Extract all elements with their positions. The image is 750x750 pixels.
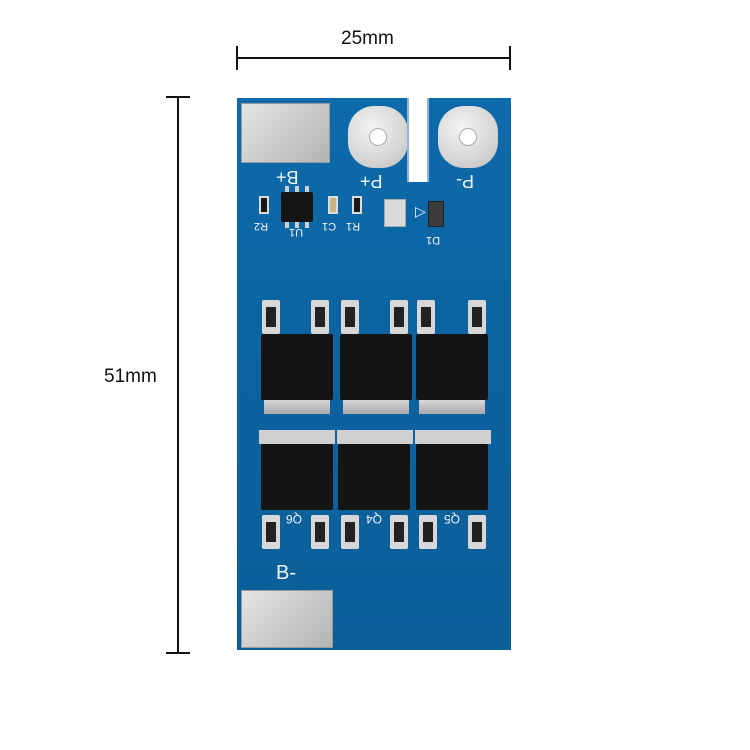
mosfet-lead bbox=[470, 520, 484, 544]
mosfet-bottom-3 bbox=[416, 444, 488, 510]
label-q6: Q6 bbox=[286, 512, 303, 526]
mosfet-lead bbox=[313, 520, 327, 544]
board-slot bbox=[407, 98, 429, 182]
ic-u1-pin bbox=[295, 222, 299, 228]
mosfet-bottom-2-pad bbox=[337, 430, 413, 444]
mosfet-bottom-3-pad bbox=[415, 430, 491, 444]
p-minus-hole bbox=[459, 128, 477, 146]
resistor-r1 bbox=[352, 196, 362, 214]
mosfet-top-1 bbox=[261, 334, 333, 400]
mosfet-lead bbox=[343, 305, 357, 329]
p-plus-hole bbox=[369, 128, 387, 146]
width-dimension-tick-left bbox=[236, 46, 238, 70]
ic-u1-pin bbox=[305, 222, 309, 228]
label-r1: R1 bbox=[346, 220, 361, 232]
ic-u1-pin bbox=[305, 186, 309, 192]
mosfet-lead bbox=[392, 520, 406, 544]
label-u1: U1 bbox=[289, 226, 304, 238]
mosfet-bottom-1 bbox=[261, 444, 333, 510]
label-q5: Q5 bbox=[444, 512, 461, 526]
mosfet-bottom-1-pad bbox=[259, 430, 335, 444]
height-dimension-tick-top bbox=[166, 96, 190, 98]
capacitor-c1 bbox=[328, 196, 338, 214]
mosfet-lead bbox=[313, 305, 327, 329]
mosfet-top-2-tab bbox=[343, 400, 409, 414]
b-plus-label: B+ bbox=[276, 167, 299, 187]
height-dimension-tick-bottom bbox=[166, 652, 190, 654]
b-minus-label: B- bbox=[276, 562, 296, 584]
mosfet-lead bbox=[392, 305, 406, 329]
diode-d1-marker: ▷ bbox=[415, 203, 426, 219]
ic-u1-pin bbox=[295, 186, 299, 192]
ic-u1-pin bbox=[285, 186, 289, 192]
label-r2: R2 bbox=[254, 220, 269, 232]
p-minus-label: P- bbox=[456, 171, 474, 191]
width-dimension-line bbox=[237, 57, 511, 59]
label-d1: D1 bbox=[426, 234, 441, 246]
ic-u1 bbox=[281, 192, 313, 222]
width-dimension-tick-right bbox=[509, 46, 511, 70]
height-dimension-label: 51mm bbox=[104, 366, 157, 387]
mosfet-lead bbox=[421, 520, 435, 544]
resistor-r2 bbox=[259, 196, 269, 214]
diode-d1 bbox=[428, 201, 444, 227]
mosfet-bottom-2 bbox=[338, 444, 410, 510]
mosfet-top-3-tab bbox=[419, 400, 485, 414]
diode-d1-pad-left bbox=[384, 199, 406, 227]
p-plus-label: P+ bbox=[360, 171, 383, 191]
mosfet-top-2 bbox=[340, 334, 412, 400]
label-c1: C1 bbox=[322, 220, 337, 232]
mosfet-top-1-tab bbox=[264, 400, 330, 414]
p-plus-terminal bbox=[348, 106, 408, 168]
p-minus-terminal bbox=[438, 106, 498, 168]
mosfet-lead bbox=[470, 305, 484, 329]
mosfet-lead bbox=[264, 520, 278, 544]
label-q4: Q4 bbox=[366, 512, 383, 526]
b-minus-pad bbox=[241, 590, 333, 648]
mosfet-top-3 bbox=[416, 334, 488, 400]
b-plus-pad bbox=[241, 103, 330, 163]
height-dimension-line bbox=[177, 97, 179, 653]
ic-u1-pin bbox=[285, 222, 289, 228]
width-dimension-label: 25mm bbox=[341, 28, 394, 49]
mosfet-lead bbox=[264, 305, 278, 329]
mosfet-lead bbox=[343, 520, 357, 544]
mosfet-lead bbox=[419, 305, 433, 329]
